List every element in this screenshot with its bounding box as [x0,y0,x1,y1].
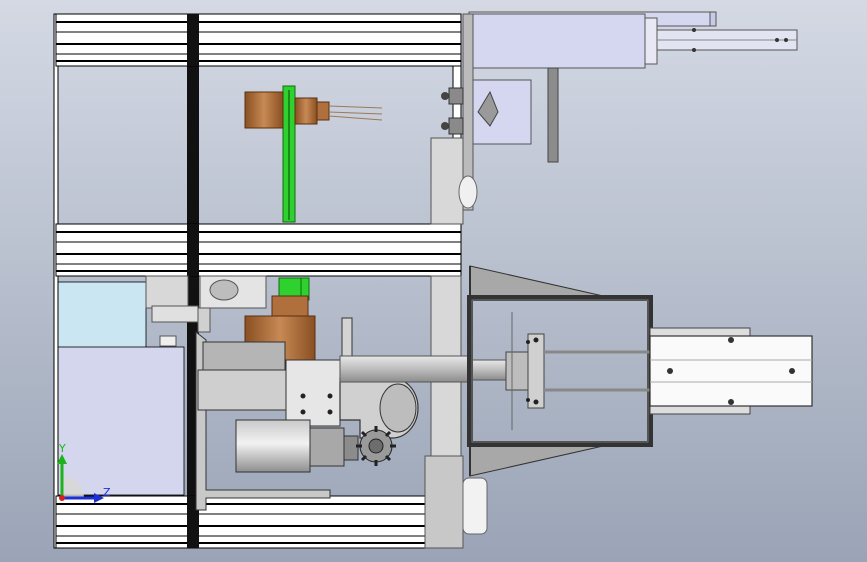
bolt-icon [327,409,333,415]
bolt-icon [441,122,449,130]
flange-shaft [505,312,650,430]
bolt-icon [300,409,306,415]
bottom-rail [55,495,462,549]
linear-cylinder-top [468,11,798,69]
bolt-icon [728,337,734,343]
upper-gripper [244,91,383,129]
bolt-icon [526,340,530,344]
middle-rail [55,223,462,277]
bolt-icon [533,399,539,405]
side-panel-lavender [57,346,185,496]
top-rail [55,13,462,67]
axis-y-label: Y [58,442,66,455]
bolt-icon [728,399,734,405]
bolt-icon [667,368,673,374]
bolt-icon [441,92,449,100]
bolt-icon [784,38,788,42]
coordinate-triad-icon: Y Z [57,442,111,503]
bolt-icon [300,393,306,399]
bolt-icon [327,393,333,399]
bolt-icon [775,38,779,42]
left-post [53,13,59,549]
gear-icon [356,426,396,466]
side-panel-light-blue [57,281,147,349]
sensor-blocks [145,275,267,347]
axis-z-label: Z [103,486,111,499]
cylinder-mount [430,13,559,225]
aluminum-frame [53,13,462,549]
bolt-icon [692,28,696,32]
bolt-icon [526,398,530,402]
main-shaft [339,355,507,383]
guide-block [649,327,813,415]
bolt-icon [789,368,795,374]
bolt-icon [533,337,539,343]
bolt-icon [692,48,696,52]
